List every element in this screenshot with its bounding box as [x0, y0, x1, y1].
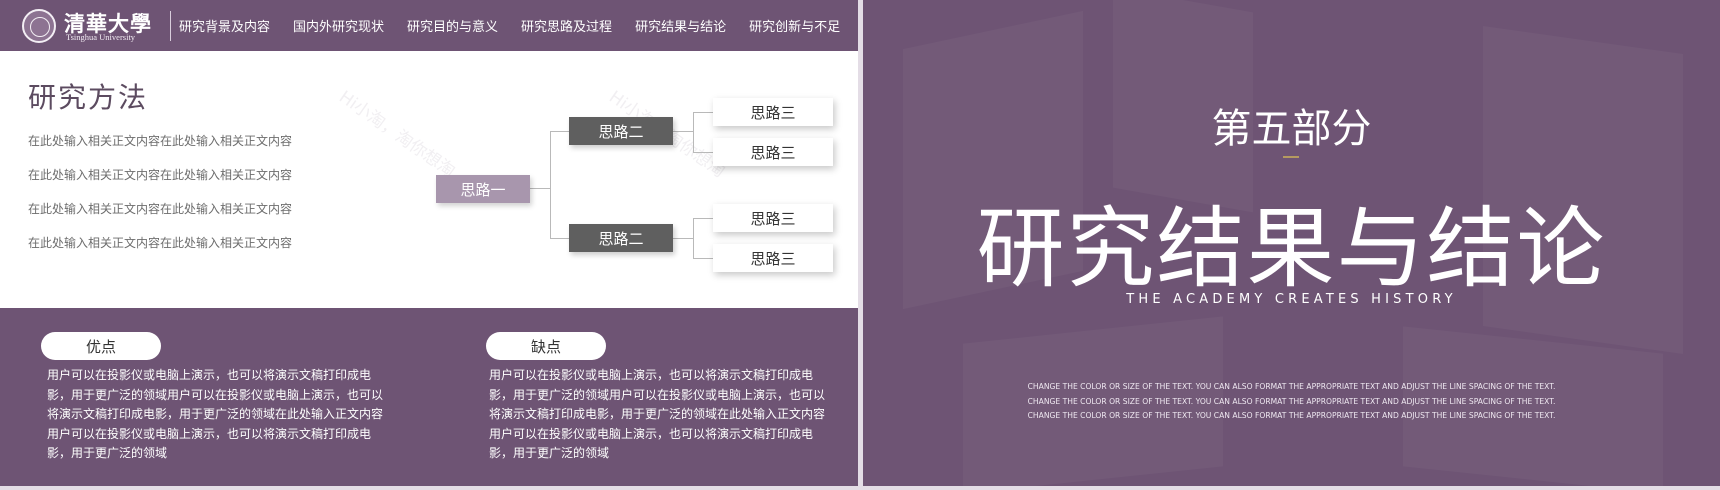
university-seal-icon — [22, 9, 56, 43]
mindmap-leaf-node: 思路三 — [713, 244, 833, 272]
connector-line — [693, 112, 694, 152]
logo-chinese-name: 清華大學 — [64, 11, 152, 36]
pros-cons-panel: 优点 用户可以在投影仪或电脑上演示，也可以将演示文稿打印成电影，用于更广泛的领域… — [0, 308, 858, 486]
connector-line — [550, 131, 551, 238]
english-subtitle: THE ACADEMY CREATES HISTORY — [1126, 292, 1457, 307]
nav-item-results[interactable]: 研究结果与结论 — [635, 20, 727, 35]
nav-item-background[interactable]: 研究背景及内容 — [179, 20, 271, 35]
caption-line: CHANGE THE COLOR OR SIZE OF THE TEXT. YO… — [1027, 382, 1556, 391]
cons-text: 用户可以在投影仪或电脑上演示，也可以将演示文稿打印成电影，用于更广泛的领域用户可… — [489, 368, 826, 460]
pros-badge: 优点 — [41, 332, 161, 360]
body-line: 在此处输入相关正文内容在此处输入相关正文内容 — [28, 134, 293, 148]
connector-line — [693, 218, 713, 219]
connector-line — [693, 258, 713, 259]
body-line: 在此处输入相关正文内容在此处输入相关正文内容 — [28, 202, 293, 216]
caption-lines: CHANGE THE COLOR OR SIZE OF THE TEXT. YO… — [863, 380, 1720, 424]
section-nav: 研究背景及内容 国内外研究现状 研究目的与意义 研究思路及过程 研究结果与结论 … — [179, 0, 858, 51]
mindmap-leaf-node: 思路三 — [713, 138, 833, 166]
section-main-title: 研究结果与结论 — [976, 197, 1607, 300]
body-line: 在此处输入相关正文内容在此处输入相关正文内容 — [28, 236, 293, 250]
connector-line — [530, 188, 550, 189]
mindmap-root-node: 思路一 — [436, 175, 530, 203]
connector-line — [550, 238, 569, 239]
mindmap-leaf-node: 思路三 — [713, 98, 833, 126]
section-title: 研究方法 — [28, 81, 149, 114]
slide-research-method: 清華大學 Tsinghua University 研究背景及内容 国内外研究现状… — [0, 0, 858, 486]
nav-item-approach[interactable]: 研究思路及过程 — [521, 20, 613, 35]
caption-line: CHANGE THE COLOR OR SIZE OF THE TEXT. YO… — [1027, 411, 1556, 420]
nav-item-purpose[interactable]: 研究目的与意义 — [407, 20, 499, 35]
cons-badge: 缺点 — [486, 332, 606, 360]
top-navigation-bar: 清華大學 Tsinghua University 研究背景及内容 国内外研究现状… — [0, 0, 858, 51]
watermark-text: Hi小淘，淘你想淘 — [335, 87, 459, 182]
nav-item-status[interactable]: 国内外研究现状 — [293, 20, 385, 35]
part-label: 第五部分 — [1211, 106, 1372, 152]
connector-line — [550, 131, 569, 132]
caption-line: CHANGE THE COLOR OR SIZE OF THE TEXT. YO… — [1027, 396, 1556, 406]
connector-line — [673, 131, 693, 132]
mindmap-branch-node: 思路二 — [569, 117, 673, 145]
body-line: 在此处输入相关正文内容在此处输入相关正文内容 — [28, 168, 293, 182]
connector-line — [693, 152, 713, 153]
connector-line — [693, 218, 694, 258]
nav-divider — [170, 11, 171, 41]
logo-english-name: Tsinghua University — [66, 32, 136, 42]
slide-section-five-cover: 第五部分 研究结果与结论 THE ACADEMY CREATES HISTORY… — [863, 0, 1720, 486]
pros-text: 用户可以在投影仪或电脑上演示，也可以将演示文稿打印成电影，用于更广泛的领域用户可… — [47, 368, 384, 460]
tsinghua-logo[interactable]: 清華大學 Tsinghua University — [22, 8, 172, 44]
body-text-list: 在此处输入相关正文内容在此处输入相关正文内容 在此处输入相关正文内容在此处输入相… — [28, 133, 292, 269]
mindmap-branch-node: 思路二 — [569, 224, 673, 252]
gold-divider — [1283, 156, 1299, 158]
nav-item-innovation[interactable]: 研究创新与不足 — [749, 20, 841, 35]
connector-line — [693, 112, 713, 113]
mindmap-leaf-node: 思路三 — [713, 204, 833, 232]
connector-line — [673, 238, 693, 239]
